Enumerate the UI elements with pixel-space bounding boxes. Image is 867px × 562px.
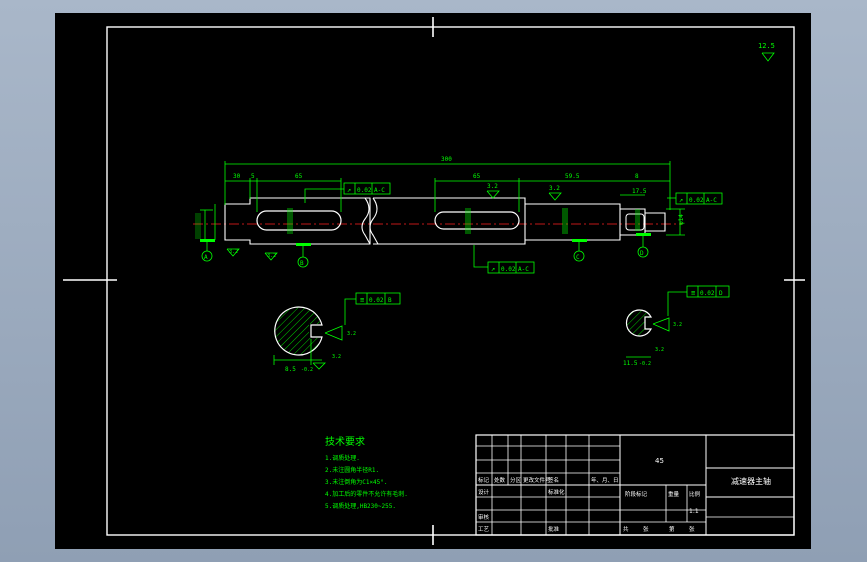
shaft-diameter-labels — [287, 208, 640, 234]
svg-text:3.2: 3.2 — [549, 185, 560, 192]
svg-text:0.02: 0.02 — [700, 290, 715, 297]
tolerance-frame-a: ↗ 0.02 A-C — [304, 182, 391, 203]
svg-text:8.5: 8.5 — [285, 366, 296, 373]
svg-text:↗: ↗ — [491, 265, 495, 273]
svg-text:5: 5 — [251, 173, 255, 180]
svg-text:比例: 比例 — [689, 490, 701, 498]
drawing-title: 减速器主轴 — [731, 476, 771, 486]
cad-viewport[interactable]: 12.5 300 30 5 65 65 59.5 — [55, 13, 811, 549]
roughness-general-symbol: 12.5 — [758, 42, 775, 62]
datum-c: C — [572, 239, 587, 262]
svg-text:3.2: 3.2 — [229, 249, 238, 255]
svg-text:≡: ≡ — [691, 289, 695, 297]
svg-text:300: 300 — [441, 156, 452, 163]
svg-text:3.2: 3.2 — [673, 322, 682, 328]
svg-text:B: B — [388, 297, 392, 304]
svg-text:工艺: 工艺 — [478, 526, 490, 533]
svg-text:65: 65 — [295, 173, 303, 180]
svg-text:重量: 重量 — [668, 490, 680, 498]
tech-req-item: 2.未注圆角半径R1. — [325, 466, 379, 474]
tech-req-item: 4.加工后的零件不允许有毛刺. — [325, 490, 408, 498]
svg-text:3.2: 3.2 — [487, 183, 498, 190]
shaft-outline — [224, 197, 666, 245]
svg-text:阶段标记: 阶段标记 — [625, 490, 648, 498]
top-dimensions: 300 30 5 65 65 59.5 8 17.5 3.2 3.2 — [224, 156, 671, 212]
left-vertical-dims — [195, 204, 216, 242]
scale-label: 1:1 — [689, 508, 699, 515]
svg-text:批准: 批准 — [548, 525, 560, 533]
svg-text:设计: 设计 — [478, 488, 490, 496]
svg-text:0.02: 0.02 — [369, 297, 384, 304]
svg-text:D: D — [640, 250, 644, 257]
tech-req-item: 1.调质处理. — [325, 454, 360, 462]
svg-text:0.02: 0.02 — [357, 187, 372, 194]
svg-text:-0.2: -0.2 — [301, 367, 313, 373]
svg-text:17.5: 17.5 — [632, 188, 647, 195]
svg-text:↗: ↗ — [347, 186, 351, 194]
datum-b: B — [296, 243, 311, 268]
title-block: 标记 处数 分区 更改文件号 签名 年、月、日 设计 标准化 审核 工艺 批准 … — [475, 434, 795, 536]
svg-text:3.2: 3.2 — [347, 331, 356, 337]
svg-text:30: 30 — [233, 173, 241, 180]
svg-text:8: 8 — [635, 173, 639, 180]
svg-text:C: C — [576, 254, 580, 261]
svg-text:处数: 处数 — [494, 476, 506, 484]
svg-text:A: A — [204, 254, 208, 261]
svg-text:59.5: 59.5 — [565, 173, 580, 180]
shaft-roughness-bottom: 3.2 3.2 — [226, 248, 278, 261]
datum-d: D — [636, 233, 651, 258]
svg-text:分区: 分区 — [510, 476, 522, 484]
svg-text:标准化: 标准化 — [548, 488, 565, 496]
svg-text:审核: 审核 — [478, 513, 490, 521]
svg-text:≡: ≡ — [360, 296, 364, 304]
svg-text:3.2: 3.2 — [267, 253, 276, 259]
right-dims: φ14 — [666, 208, 685, 236]
svg-text:12.5: 12.5 — [758, 42, 775, 50]
tolerance-frame-e: ↗ 0.02 A-C — [667, 192, 723, 205]
svg-text:张: 张 — [689, 525, 695, 533]
svg-text:↗: ↗ — [679, 196, 683, 204]
svg-text:0.02: 0.02 — [501, 266, 516, 273]
svg-text:-0.2: -0.2 — [639, 361, 651, 367]
tech-req-heading: 技术要求 — [325, 435, 365, 448]
svg-text:更改文件号: 更改文件号 — [523, 476, 551, 484]
svg-text:A-C: A-C — [518, 266, 529, 273]
svg-text:D: D — [719, 290, 723, 297]
tolerance-frame-b: ↗ 0.02 A-C — [473, 245, 535, 274]
svg-text:3.2: 3.2 — [655, 347, 664, 353]
svg-text:A-C: A-C — [706, 197, 717, 204]
svg-text:B: B — [300, 260, 304, 267]
datum-a: A — [200, 239, 215, 262]
drawing-border — [106, 26, 795, 536]
svg-text:0.02: 0.02 — [689, 197, 704, 204]
section-left: 8.5 -0.2 3.2 3.2 ≡ 0.02 B — [273, 292, 401, 373]
svg-text:签名: 签名 — [548, 476, 559, 484]
svg-text:共: 共 — [623, 525, 629, 533]
drawing-canvas: 12.5 300 30 5 65 65 59.5 — [63, 17, 805, 545]
tech-requirements: 技术要求 1.调质处理. 2.未注圆角半径R1. 3.未注倒角为C1×45°. … — [325, 435, 408, 510]
svg-text:φ14: φ14 — [678, 214, 685, 225]
svg-text:张: 张 — [643, 525, 649, 533]
svg-text:65: 65 — [473, 173, 481, 180]
material-label: 45 — [655, 457, 664, 465]
svg-text:年、月、日: 年、月、日 — [591, 476, 619, 484]
tech-req-item: 5.调质处理,HB230~255. — [325, 502, 396, 510]
section-right: 11.5 -0.2 3.2 3.2 ≡ 0.02 D — [623, 285, 730, 367]
svg-text:A-C: A-C — [374, 187, 385, 194]
svg-text:第: 第 — [669, 525, 675, 533]
svg-text:3.2: 3.2 — [332, 354, 341, 360]
svg-text:11.5: 11.5 — [623, 360, 638, 367]
tech-req-item: 3.未注倒角为C1×45°. — [325, 478, 388, 486]
svg-text:标记: 标记 — [478, 476, 490, 484]
